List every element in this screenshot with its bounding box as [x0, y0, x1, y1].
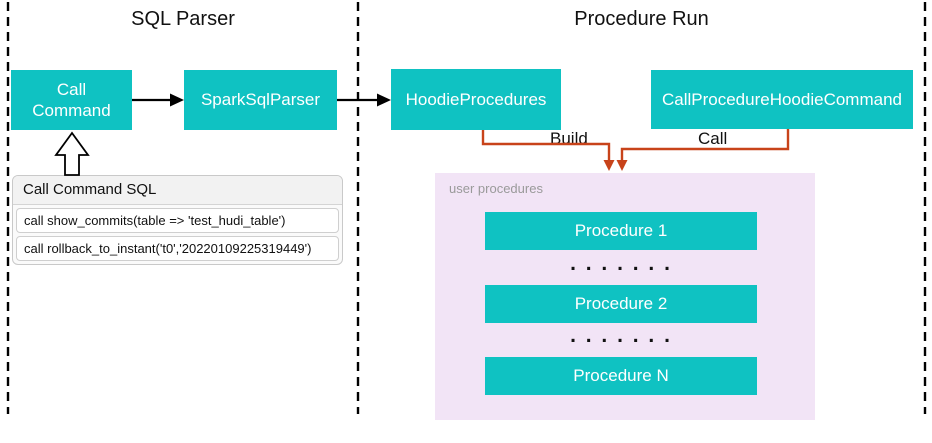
node-call-command: Call Command: [11, 70, 132, 130]
build-edge: [481, 130, 615, 171]
node-procedure-1: Procedure 1: [485, 212, 757, 250]
node-hoodie-procedures: HoodieProcedures: [391, 69, 561, 130]
node-call-procedure-hoodie-command: CallProcedureHoodieCommand: [651, 70, 913, 129]
sql-example-panel: Call Command SQL call show_commits(table…: [12, 175, 343, 265]
hollow-up-arrow: [54, 131, 90, 176]
edge-label-call: Call: [698, 129, 728, 148]
user-procedures-container: user procedures Procedure 1 . . . . . . …: [435, 173, 815, 420]
edge-label-build: Build: [550, 129, 588, 148]
node-procedure-2: Procedure 2: [485, 285, 757, 323]
arrow-callcommand-to-sparksqlparser: [132, 93, 184, 107]
section-title-procedure-run: Procedure Run: [574, 8, 709, 30]
sql-statement-rollback-to-instant: call rollback_to_instant('t0','202201092…: [16, 236, 339, 261]
ellipsis-separator: . . . . . . .: [570, 324, 672, 347]
sql-panel-title: Call Command SQL: [13, 176, 342, 205]
node-procedure-n: Procedure N: [485, 357, 757, 395]
sql-statement-show-commits: call show_commits(table => 'test_hudi_ta…: [16, 208, 339, 233]
node-spark-sql-parser: SparkSqlParser: [184, 70, 337, 130]
arrow-sparksqlparser-to-hoodieprocedures: [337, 93, 391, 107]
ellipsis-separator: . . . . . . .: [570, 252, 672, 275]
user-procedures-label: user procedures: [449, 181, 543, 196]
section-title-sql-parser: SQL Parser: [131, 8, 235, 30]
